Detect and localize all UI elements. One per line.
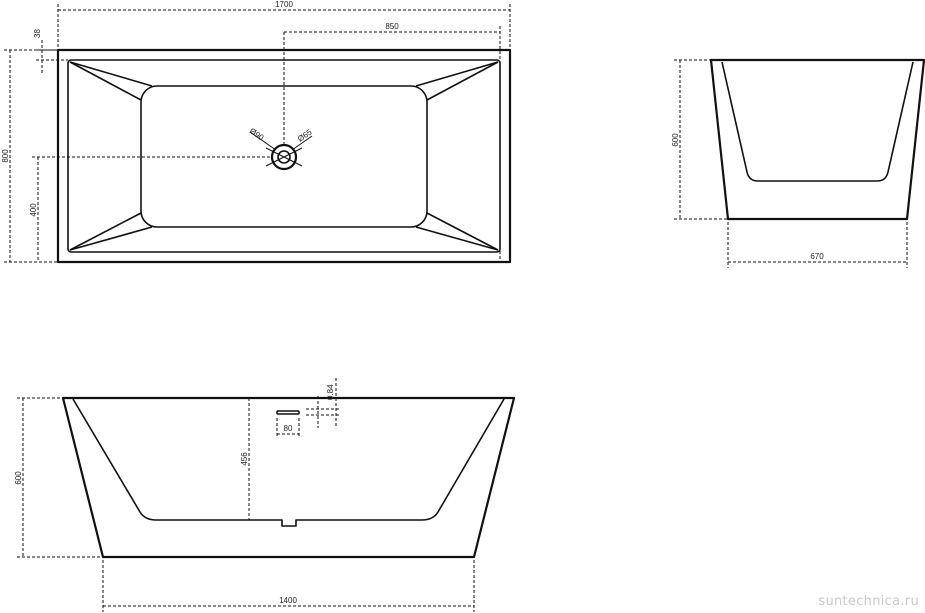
top-view-basin-floor — [140, 85, 428, 228]
dim-drain-y: 400 — [29, 203, 38, 217]
top-view-slope-tr2 — [426, 61, 499, 101]
front-view-basin — [72, 398, 505, 527]
dim-rim-thickness: 38 — [33, 29, 42, 38]
dim-overflow-width: 80 — [284, 424, 293, 433]
drain-symbol — [265, 143, 303, 171]
top-view-slope-br — [415, 226, 499, 251]
top-view-slope-bl2 — [69, 212, 142, 251]
dim-top-length: 1700 — [275, 0, 293, 9]
top-view-slope-tr — [415, 61, 499, 87]
dim-front-height: 600 — [14, 471, 23, 485]
dim-overflow-offset: 0.84 — [326, 384, 335, 400]
watermark: suntechnica.ru — [818, 594, 919, 609]
front-view: 80 0.84 456 600 1400 — [14, 378, 516, 612]
side-view-outline — [709, 58, 925, 221]
side-view-basin — [721, 61, 914, 182]
dim-side-height: 600 — [671, 133, 680, 147]
top-view-outer-rim — [56, 48, 512, 264]
top-view-slope-br2 — [426, 212, 499, 251]
dim-side-base: 670 — [810, 252, 824, 261]
dim-front-base: 1400 — [279, 596, 297, 605]
top-view-slope-bl — [69, 226, 153, 251]
side-view: 600 670 — [671, 58, 925, 268]
dim-drain-outer: Ø90 — [248, 126, 266, 142]
dim-drain-offset: 850 — [385, 22, 399, 31]
dim-inner-depth: 456 — [240, 452, 249, 466]
top-view-slope-tl — [69, 61, 153, 87]
dim-top-width: 800 — [1, 149, 10, 163]
top-view: 1700 850 38 800 400 Ø90 Ø65 — [1, 0, 512, 264]
top-view-slope-tl2 — [69, 61, 142, 101]
overflow-slot — [276, 410, 300, 415]
front-view-outline — [61, 396, 516, 559]
